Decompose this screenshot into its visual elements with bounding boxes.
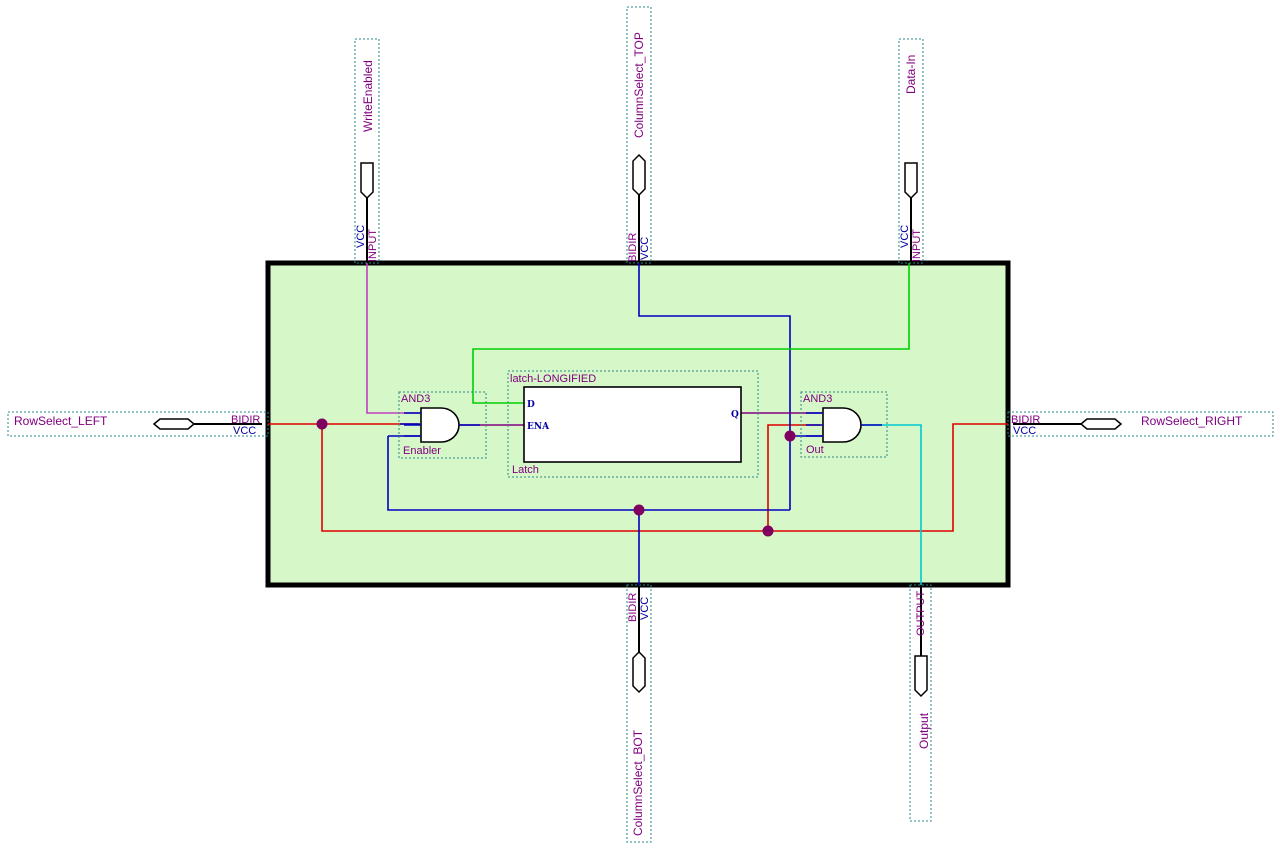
pin-type-rowselect-right: BIDIR (1011, 414, 1040, 426)
pin-power-columnselect-bot: VCC (639, 597, 651, 620)
pin-box-datain[interactable] (898, 38, 924, 264)
pin-name-writeenabled: WriteEnabled (361, 60, 375, 132)
latch-instance-label: Latch (512, 464, 539, 476)
bidir-pin-symbol-left (152, 418, 262, 430)
pin-power-columnselect-top: VCC (639, 237, 651, 260)
enabler-component-box[interactable] (398, 391, 487, 459)
latch-port-d: D (527, 400, 535, 410)
latch-port-q: Q (731, 410, 739, 420)
bidir-pin-symbol-columnselect-top (632, 153, 646, 262)
wire-columnselect-bus (387, 436, 790, 511)
pin-power-rowselect-right: VCC (1013, 425, 1036, 437)
wire-rowselect-to-out (767, 424, 820, 531)
input-pin-symbol-writeenabled (360, 162, 374, 262)
latch-body (523, 386, 742, 463)
junction-dot (633, 504, 645, 516)
out-component-box[interactable] (800, 391, 888, 458)
latch-component-box[interactable] (507, 370, 759, 478)
enabler-type-label: AND3 (401, 393, 430, 405)
pin-name-output: Output (917, 712, 931, 749)
pin-type-writeenabled: INPUT (367, 229, 379, 262)
pin-type-rowselect-left: BIDIR (231, 414, 260, 426)
bidir-pin-symbol-right (1013, 418, 1123, 430)
pin-box-output[interactable] (909, 584, 932, 822)
output-pin-symbol (914, 586, 928, 698)
pin-power-datain: VCC (899, 225, 911, 248)
pin-power-writeenabled: VCC (355, 225, 367, 248)
bidir-pin-symbol-columnselect-bot (632, 586, 646, 694)
latch-port-ena: ENA (527, 422, 550, 432)
out-type-label: AND3 (803, 393, 832, 405)
junction-dot (316, 418, 328, 430)
pin-type-columnselect-bot: BIDIR (627, 593, 639, 622)
pin-name-datain: Data-In (904, 55, 918, 94)
enabler-and-gate-icon (404, 407, 480, 443)
pin-power-rowselect-left: VCC (233, 425, 256, 437)
pin-name-columnselect-bot: ColumnSelect_BOT (631, 729, 645, 836)
latch-type-label: latch-LONGIFIED (510, 373, 596, 385)
junction-dot (762, 525, 774, 537)
wire-writeenabled (366, 263, 420, 414)
out-instance-label: Out (806, 444, 824, 456)
pin-type-datain: INPUT (911, 229, 923, 262)
pin-type-output: OUTPUT (915, 591, 927, 637)
wire-rowselect-loop (321, 423, 1008, 532)
pin-name-columnselect-top: ColumnSelect_TOP (632, 32, 646, 138)
pin-name-rowselect-right: RowSelect_RIGHT (1141, 414, 1243, 428)
input-pin-symbol-datain (904, 162, 918, 262)
pin-type-columnselect-top: BIDIR (627, 233, 639, 262)
wire-datain (472, 263, 910, 404)
enabler-instance-label: Enabler (403, 445, 441, 457)
out-and-gate-icon (806, 407, 882, 443)
pin-name-rowselect-left: RowSelect_LEFT (14, 414, 108, 428)
junction-dot (784, 430, 796, 442)
